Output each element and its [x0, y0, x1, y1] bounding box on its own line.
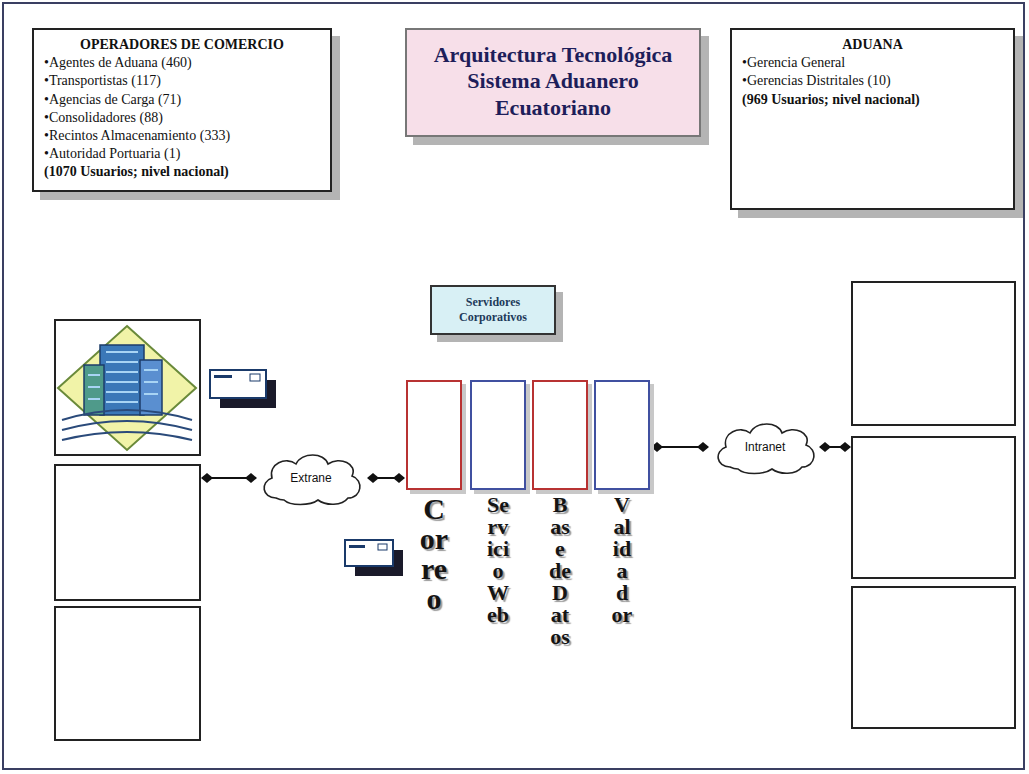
- server-box: [594, 380, 650, 490]
- network-cloud: Intranet: [710, 417, 820, 477]
- right-boxes: [852, 282, 1015, 728]
- item-text: •Gerencia General: [742, 54, 1003, 72]
- heading-text: OPERADORES DE COMERCIO: [44, 36, 320, 54]
- item-text: Extrane: [290, 471, 331, 485]
- item-text: •Consolidadores (88): [44, 109, 320, 127]
- network-cloud: Extrane: [256, 448, 366, 508]
- servers-box: Servidores Corporativos: [430, 285, 556, 335]
- server-column: Servicio Web: [470, 380, 526, 626]
- item-text: Intranet: [745, 440, 786, 454]
- item-text: •Gerencias Distritales (10): [742, 72, 1003, 90]
- item-text: (969 Usuarios; nivel nacional): [742, 91, 1003, 109]
- heading-text: ADUANA: [742, 36, 1003, 54]
- item-text: •Autoridad Portuaria (1): [44, 145, 320, 163]
- connector: [368, 477, 404, 479]
- server-box: [406, 380, 462, 490]
- item-text: •Transportistas (117): [44, 72, 320, 90]
- server-box: [532, 380, 588, 490]
- envelope-icon: [345, 540, 403, 576]
- server-box: [470, 380, 526, 490]
- vertical-label: Validador: [611, 494, 633, 626]
- item-text: (1070 Usuarios; nivel nacional): [44, 163, 320, 181]
- customs-box: ADUANA•Gerencia General•Gerencias Distri…: [730, 28, 1015, 210]
- building-icon: [58, 326, 196, 450]
- envelope-icon: [210, 370, 276, 408]
- title-text: Arquitectura Tecnológica Sistema Aduaner…: [415, 42, 691, 121]
- vertical-label: Correo: [419, 494, 449, 614]
- page-frame: [3, 3, 1024, 769]
- server-column: Base de Datos: [532, 380, 588, 648]
- vertical-label: Servicio Web: [487, 494, 509, 626]
- server-column: Validador: [594, 380, 650, 626]
- item-text: •Recintos Almacenamiento (333): [44, 127, 320, 145]
- operators-box: OPERADORES DE COMERCIO•Agentes de Aduana…: [32, 28, 332, 192]
- item-text: •Agentes de Aduana (460): [44, 54, 320, 72]
- vertical-label: Base de Datos: [549, 494, 571, 648]
- link-arrow: [820, 446, 850, 448]
- left-boxes: [55, 320, 200, 740]
- item-text: •Agencias de Carga (71): [44, 91, 320, 109]
- server-column: Correo: [406, 380, 462, 614]
- item-text: Servidores Corporativos: [438, 295, 548, 325]
- title-box: Arquitectura Tecnológica Sistema Aduaner…: [405, 28, 701, 137]
- link-arrow: [202, 477, 256, 479]
- connector: [652, 446, 708, 448]
